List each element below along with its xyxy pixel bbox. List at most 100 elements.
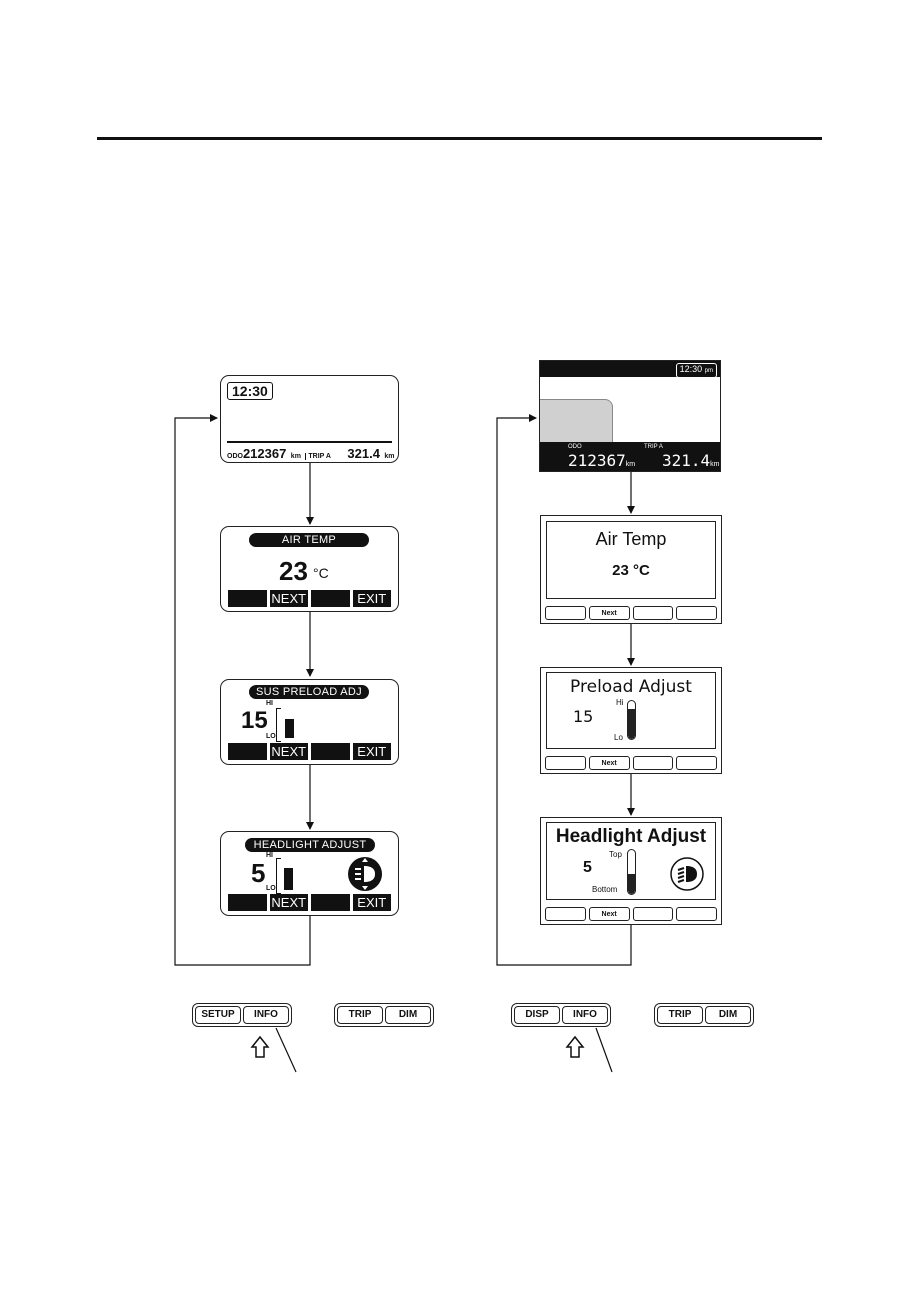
lcd-preload-level [285,719,294,738]
softkey-next[interactable]: Next [588,907,630,921]
lcd-trip-value: 321.4 [347,446,380,461]
tft-preload-frame: Preload Adjust 15 Hi Lo [546,672,716,749]
info-button[interactable]: INFO [243,1006,289,1024]
softkey-next[interactable]: Next [588,756,630,770]
tft-clock-suffix: pm [704,368,713,374]
lcd-preload-value: 15 [241,707,268,734]
tft-headlight-value: 5 [583,859,592,876]
tft-air-temp-frame: Air Temp 23 °C [546,521,716,599]
lcd-air-temp-softkeys: NEXT EXIT [228,590,391,607]
softkey-3[interactable] [632,756,674,770]
trip-button[interactable]: TRIP [337,1006,383,1024]
lcd-odo-value: 212367 [242,446,287,461]
lcd-headlight-title: HEADLIGHT ADJUST [245,838,375,852]
tft-headlight-bottom: Bottom [592,885,618,894]
softkey-1[interactable] [228,894,267,911]
headlight-icon [670,857,704,891]
softkey-3[interactable] [632,606,674,620]
tft-air-temp-value: 23 °C [612,562,650,579]
tft-headlight-top: Top [609,850,622,859]
tft-odo-value: 212367km [568,451,635,471]
softkey-3[interactable] [632,907,674,921]
lcd-home-screen: 12:30 ODO212367 km TRIP A 321.4 km [220,375,399,463]
lcd-preload-scale [276,708,281,742]
softkey-3[interactable] [311,894,350,911]
lcd-trip-label: TRIP A [305,453,331,460]
tft-top-bar [540,361,720,377]
tft-odo-number: 212367 [568,451,626,470]
softkey-next[interactable]: NEXT [269,743,308,760]
leader-left [275,1027,297,1073]
tft-preload-value: 15 [573,707,594,726]
press-arrow-left [250,1035,270,1058]
lcd-headlight-value: 5 [251,858,266,888]
lcd-air-temp-title: AIR TEMP [249,533,369,547]
softkey-4[interactable] [676,606,717,620]
softkey-1[interactable] [545,756,586,770]
disp-button[interactable]: DISP [514,1006,560,1024]
lcd-headlight-screen: HEADLIGHT ADJUST 5 HI LO NEXT EXIT [220,831,399,916]
leader-right [595,1027,613,1073]
trip-button[interactable]: TRIP [657,1006,703,1024]
tft-headlight-frame: Headlight Adjust 5 Top Bottom [546,822,716,900]
tft-odo-label: ODO [568,444,582,450]
lcd-trip-unit: km [384,453,395,460]
tft-preload-lo: Lo [614,733,623,742]
softkey-next[interactable]: NEXT [269,894,308,911]
tft-air-temp-screen: Air Temp 23 °C Next [540,515,722,624]
left-switch-setup-info: SETUP INFO [192,1003,292,1027]
loop-left [174,414,311,966]
lcd-headlight-softkeys: NEXT EXIT [228,894,391,911]
tft-preload-gauge [627,700,636,740]
softkey-4[interactable] [676,907,717,921]
tft-trip-number: 321.4 [662,451,711,470]
softkey-3[interactable] [311,743,350,760]
tft-preload-softkeys: Next [545,756,717,770]
left-switch-trip-dim: TRIP DIM [334,1003,434,1027]
tft-preload-screen: Preload Adjust 15 Hi Lo Next [540,667,722,774]
tft-odo-unit: km [625,461,636,468]
softkey-1[interactable] [545,907,586,921]
tft-clock-time: 12:30 [679,364,703,374]
tft-home-screen: 12:30 pm ODO 212367km TRIP A 321.4km [539,360,721,472]
softkey-1[interactable] [228,590,267,607]
softkey-exit[interactable]: EXIT [352,894,391,911]
tft-trip-value: 321.4km [662,451,720,471]
lcd-preload-title: SUS PRELOAD ADJ [249,685,369,699]
lcd-air-temp-unit: °C [313,565,329,581]
info-button[interactable]: INFO [562,1006,608,1024]
softkey-1[interactable] [228,743,267,760]
tft-air-temp-title: Air Temp [595,529,667,549]
softkey-4[interactable] [676,756,717,770]
lcd-preload-screen: SUS PRELOAD ADJ 15 HI LO NEXT EXIT [220,679,399,765]
softkey-1[interactable] [545,606,586,620]
softkey-next[interactable]: NEXT [269,590,308,607]
lcd-headlight-scale [276,858,281,894]
tft-preload-hi: Hi [616,698,624,707]
tft-trip-label: TRIP A [644,444,663,450]
softkey-exit[interactable]: EXIT [352,590,391,607]
lcd-headlight-level [284,868,293,890]
lcd-clock: 12:30 [227,382,273,400]
tft-bottom-bar: ODO 212367km TRIP A 321.4km [540,442,720,471]
softkey-3[interactable] [311,590,350,607]
setup-button[interactable]: SETUP [195,1006,241,1024]
loop-right [496,414,632,966]
lcd-preload-lo: LO [266,733,276,740]
tft-headlight-title: Headlight Adjust [555,826,707,847]
dim-button[interactable]: DIM [705,1006,751,1024]
lcd-air-temp-value: 23 [279,556,308,586]
lcd-headlight-lo: LO [266,885,276,892]
lcd-divider [227,441,392,443]
header-rule [97,137,822,140]
softkey-next[interactable]: Next [588,606,630,620]
tft-headlight-screen: Headlight Adjust 5 Top Bottom Next [540,817,722,925]
lcd-headlight-hi: HI [266,852,273,859]
lcd-odo-row: ODO212367 km TRIP A 321.4 km [227,445,395,461]
lcd-odo-label: ODO [227,453,243,460]
softkey-exit[interactable]: EXIT [352,743,391,760]
dim-button[interactable]: DIM [385,1006,431,1024]
lcd-odo-unit: km [290,453,301,460]
tft-trip-unit: km [710,461,720,468]
